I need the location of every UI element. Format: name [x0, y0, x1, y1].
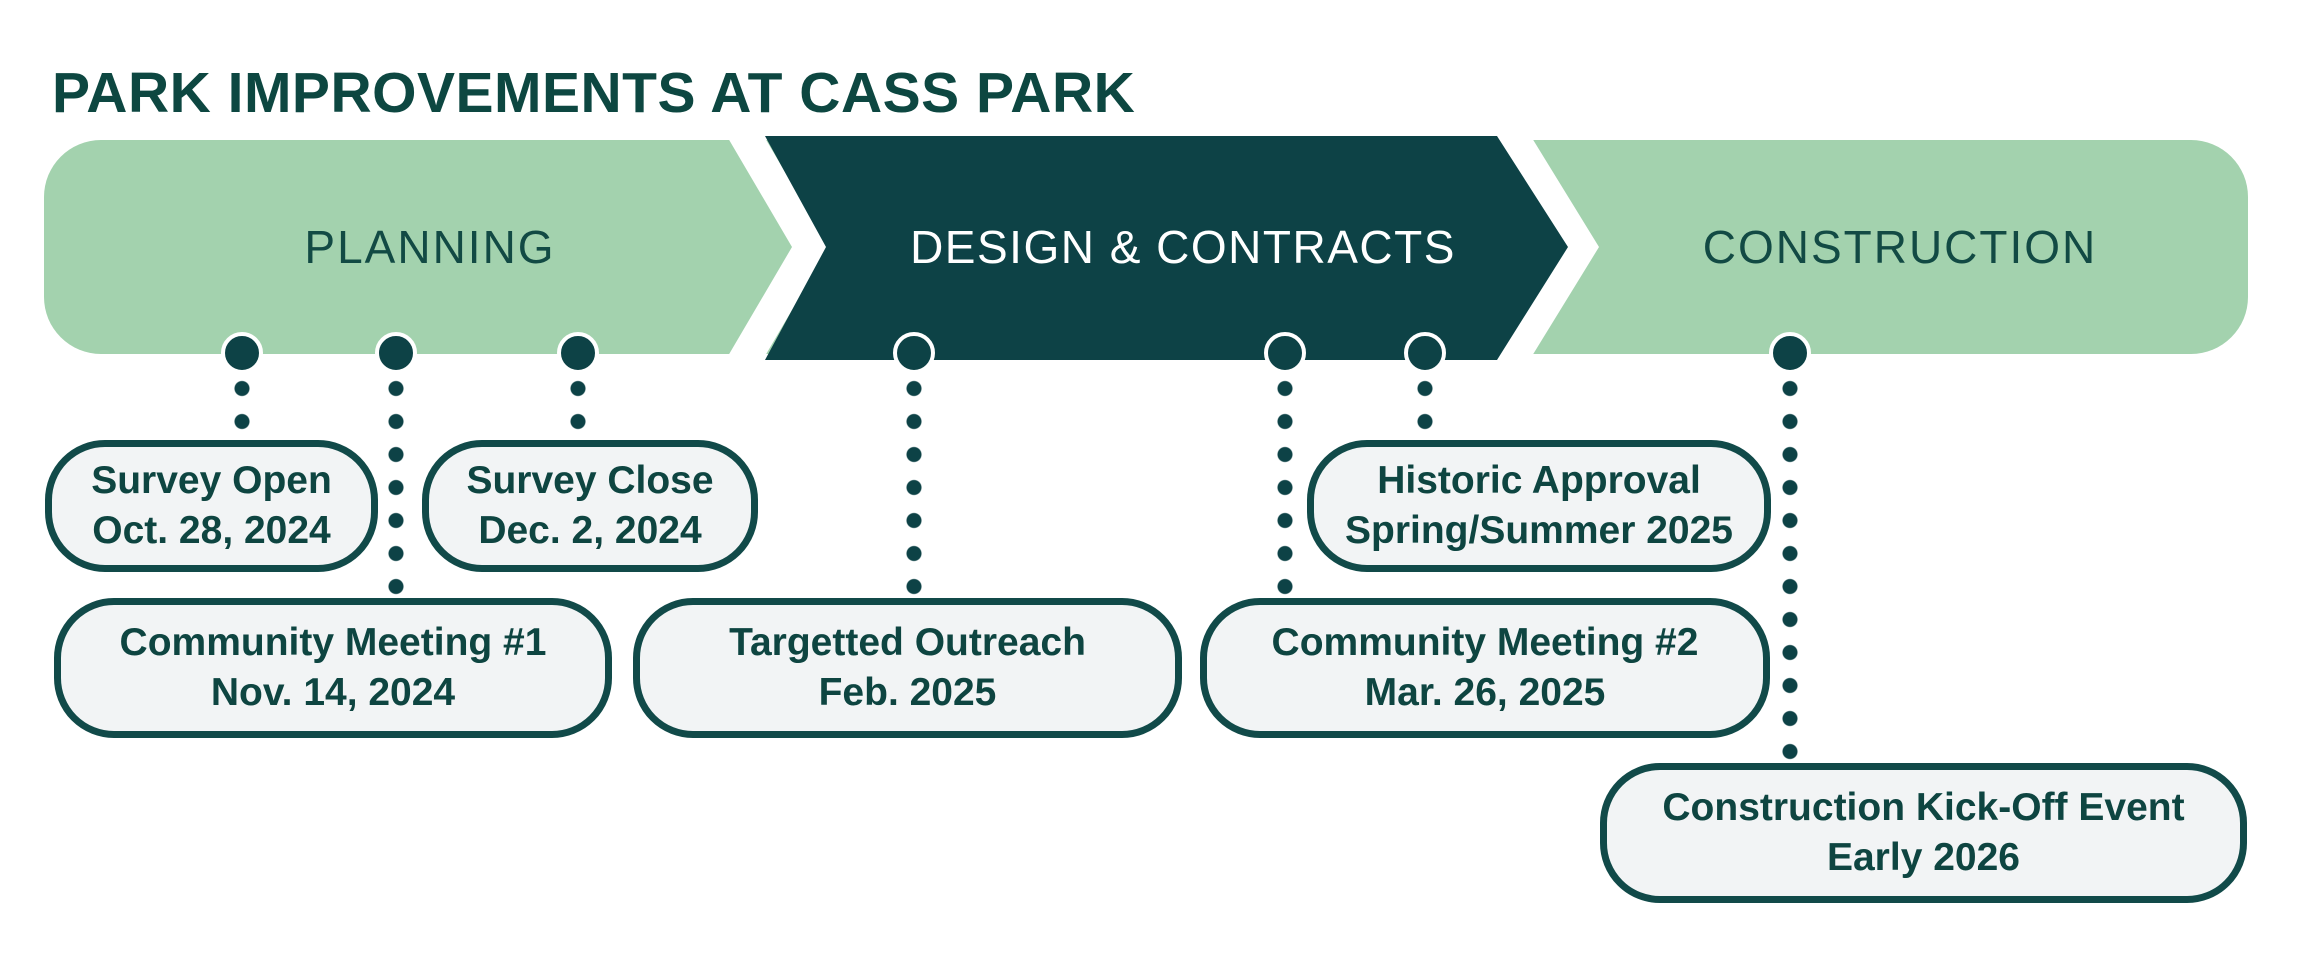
milestone-card-community-meeting-1: Community Meeting #1 Nov. 14, 2024 [54, 598, 612, 738]
phase-label-construction: CONSTRUCTION [1702, 221, 2098, 273]
milestone-title: Historic Approval [1377, 459, 1701, 502]
timeline-node-dot-historic-approval [1404, 332, 1446, 374]
timeline-node-dot-community-meeting-2 [1264, 332, 1306, 374]
dotted-connector-community-meeting-1 [388, 372, 404, 603]
milestone-date: Oct. 28, 2024 [92, 509, 331, 552]
design-contracts-arrow-shape [765, 136, 1568, 360]
timeline-node-dot-survey-open [221, 332, 263, 374]
dotted-connector-historic-approval [1417, 372, 1433, 438]
timeline-node-dot-targetted-outreach [893, 332, 935, 374]
dotted-connector-survey-open [234, 372, 250, 438]
milestone-date: Spring/Summer 2025 [1345, 509, 1733, 552]
dotted-connector-targetted-outreach [906, 372, 922, 603]
dotted-connector-survey-close [570, 372, 586, 438]
milestone-date: Feb. 2025 [818, 671, 997, 714]
dotted-connector-community-meeting-2 [1277, 372, 1293, 603]
milestone-card-survey-close: Survey Close Dec. 2, 2024 [422, 440, 758, 572]
milestone-title: Targetted Outreach [729, 621, 1086, 664]
milestone-card-construction-kickoff: Construction Kick-Off Event Early 2026 [1600, 763, 2247, 903]
milestone-date: Nov. 14, 2024 [210, 671, 456, 714]
milestone-date: Dec. 2, 2024 [478, 509, 702, 552]
milestone-date: Mar. 26, 2025 [1364, 671, 1606, 714]
milestone-title: Community Meeting #1 [119, 621, 547, 664]
milestone-title: Community Meeting #2 [1271, 621, 1699, 664]
milestone-card-survey-open: Survey Open Oct. 28, 2024 [45, 440, 378, 572]
milestone-date: Early 2026 [1826, 836, 2020, 879]
milestone-card-targetted-outreach: Targetted Outreach Feb. 2025 [633, 598, 1182, 738]
milestone-title: Survey Close [466, 459, 714, 502]
milestone-title: Survey Open [91, 459, 332, 502]
timeline-node-dot-community-meeting-1 [375, 332, 417, 374]
milestone-card-community-meeting-2: Community Meeting #2 Mar. 26, 2025 [1200, 598, 1770, 738]
phase-banner [44, 136, 2248, 360]
dotted-connector-construction-kickoff [1782, 372, 1798, 768]
milestone-card-historic-approval: Historic Approval Spring/Summer 2025 [1307, 440, 1771, 572]
chevron-separator-icon [1495, 138, 1599, 356]
timeline-node-dot-survey-close [557, 332, 599, 374]
milestone-title: Construction Kick-Off Event [1662, 786, 2185, 829]
timeline-node-dot-construction-kickoff [1769, 332, 1811, 374]
phase-label-planning: PLANNING [304, 221, 556, 273]
page-title: PARK IMPROVEMENTS AT CASS PARK [52, 61, 1136, 125]
chevron-separator-icon [728, 138, 829, 356]
phase-label-design-contracts: DESIGN & CONTRACTS [910, 221, 1456, 273]
